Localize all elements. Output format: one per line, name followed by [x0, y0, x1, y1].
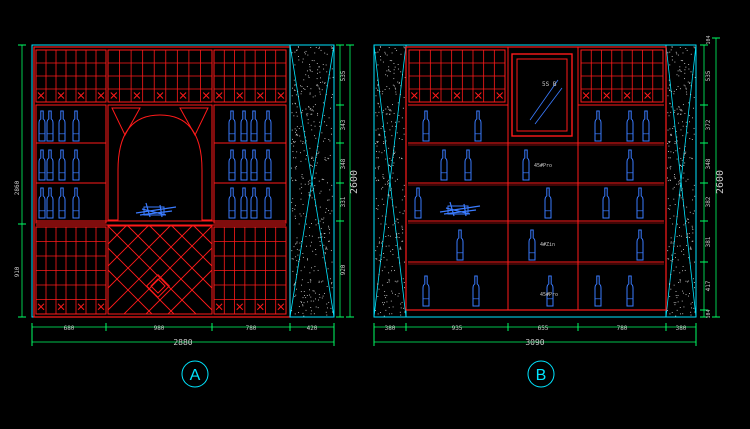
dim-b-right-3: 348 — [705, 158, 712, 169]
lattice-b-left — [408, 49, 506, 103]
shelf-note-3: 45#Pro — [540, 292, 558, 298]
wine-accessory-a — [135, 202, 177, 218]
dim-a-left-bottom: 910 — [14, 266, 21, 277]
bottles-b — [414, 110, 650, 307]
lattice-upper-right — [213, 49, 287, 103]
dim-b-bottom-1: 380 — [385, 325, 396, 332]
elevation-a-label: A — [190, 367, 201, 384]
dim-b-right-4: 382 — [705, 196, 712, 207]
stone-texture-b — [375, 46, 696, 317]
dim-a-total-height: 2600 — [349, 170, 360, 194]
elevation-b-marker — [527, 360, 555, 388]
dim-a-right-2: 343 — [340, 119, 347, 130]
lattice-upper-center — [107, 49, 213, 103]
elevation-b: 5S B 45#Pro 4#Zin 45#Pro 380 935 655 780… — [373, 35, 726, 388]
dim-b-top-right: 104 — [706, 35, 712, 44]
shelf-note-2: 4#Zin — [540, 242, 555, 248]
dim-b-right-1: 535 — [705, 70, 712, 81]
dim-b-bottom-right: 104 — [706, 309, 712, 318]
dim-a-bottom-4: 420 — [307, 325, 318, 332]
stone-texture-a — [291, 46, 334, 317]
dim-b-right-5: 381 — [705, 236, 712, 247]
wine-accessory-b — [439, 201, 481, 217]
dim-b-bottom-4: 780 — [617, 325, 628, 332]
elevation-a: 680 980 780 420 2880 2860 910 535 343 34… — [14, 44, 360, 388]
bottles-a — [38, 110, 272, 219]
mirror-note: 5S B — [542, 81, 557, 88]
lattice-upper-left — [35, 49, 107, 103]
lattice-b-right — [580, 49, 664, 103]
dim-a-bottom-2: 980 — [154, 325, 165, 332]
dim-b-total-width: 3090 — [525, 338, 544, 347]
elevation-b-label: B — [536, 367, 547, 384]
dim-a-right-1: 535 — [340, 70, 347, 81]
dim-b-right-6: 417 — [705, 280, 712, 291]
dim-a-right-5: 920 — [340, 264, 347, 275]
dim-a-bottom-3: 780 — [246, 325, 257, 332]
dim-b-total-height: 2600 — [715, 170, 726, 194]
lattice-lower-right — [213, 226, 287, 315]
lattice-lower-left — [35, 226, 107, 315]
dim-b-bottom-5: 380 — [676, 325, 687, 332]
dim-a-total-width: 2880 — [173, 338, 192, 347]
dim-a-right-4: 331 — [340, 196, 347, 207]
elevation-a-marker — [181, 360, 209, 388]
dim-b-bottom-2: 935 — [452, 325, 463, 332]
dim-a-left-top: 2860 — [14, 180, 21, 195]
dim-a-bottom-1: 680 — [64, 325, 75, 332]
shelf-note-1: 45#Pro — [534, 163, 552, 169]
dim-b-right-2: 372 — [705, 119, 712, 130]
dim-b-bottom-3: 655 — [538, 325, 549, 332]
dim-a-right-3: 348 — [340, 158, 347, 169]
